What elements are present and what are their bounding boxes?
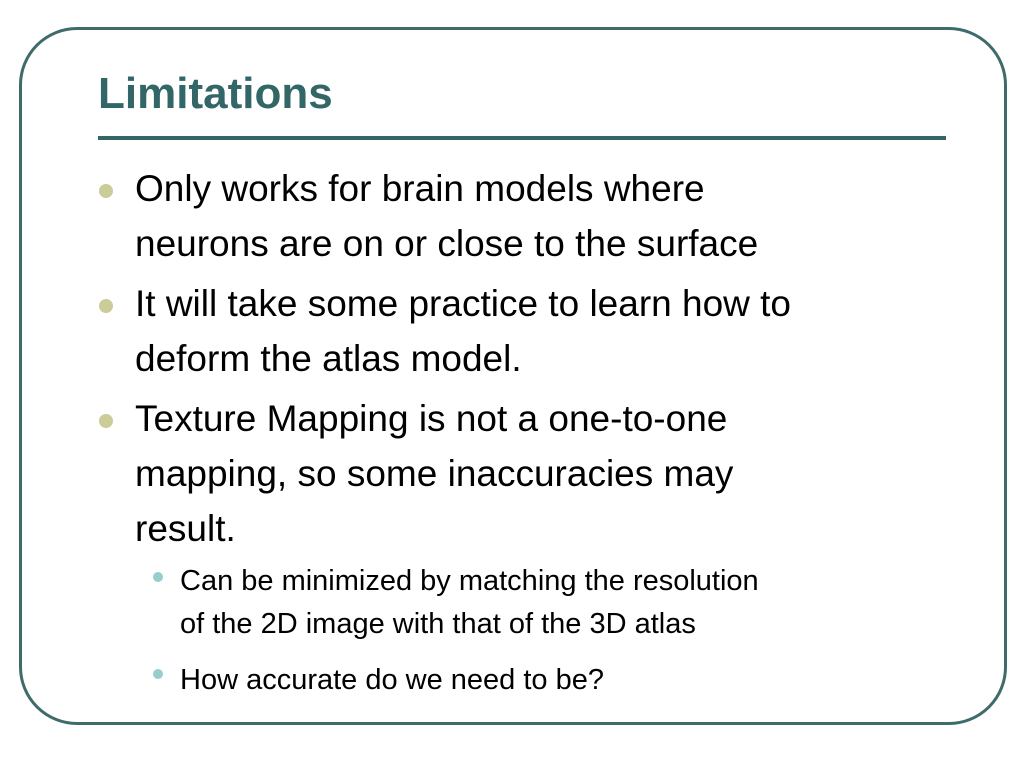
bullet-text: It will take some practice to learn how … (135, 283, 792, 379)
bullet-dot-icon (99, 184, 113, 198)
bullet-dot-icon (99, 299, 113, 313)
slide-title: Limitations (98, 69, 333, 118)
bullet-text: Texture Mapping is not a one-to-one mapp… (135, 398, 734, 549)
title-underline (98, 136, 946, 140)
slide-frame (19, 27, 1007, 725)
sub-bullet-text: Can be minimized by matching the resolut… (180, 565, 759, 640)
bullet-text: Only works for brain models where neuron… (135, 168, 759, 264)
sub-bullet-text: How accurate do we need to be? (180, 664, 604, 696)
bullet-dot-icon (99, 414, 113, 428)
sub-bullet-dot-icon (153, 572, 163, 582)
sub-bullet-dot-icon (153, 669, 163, 679)
